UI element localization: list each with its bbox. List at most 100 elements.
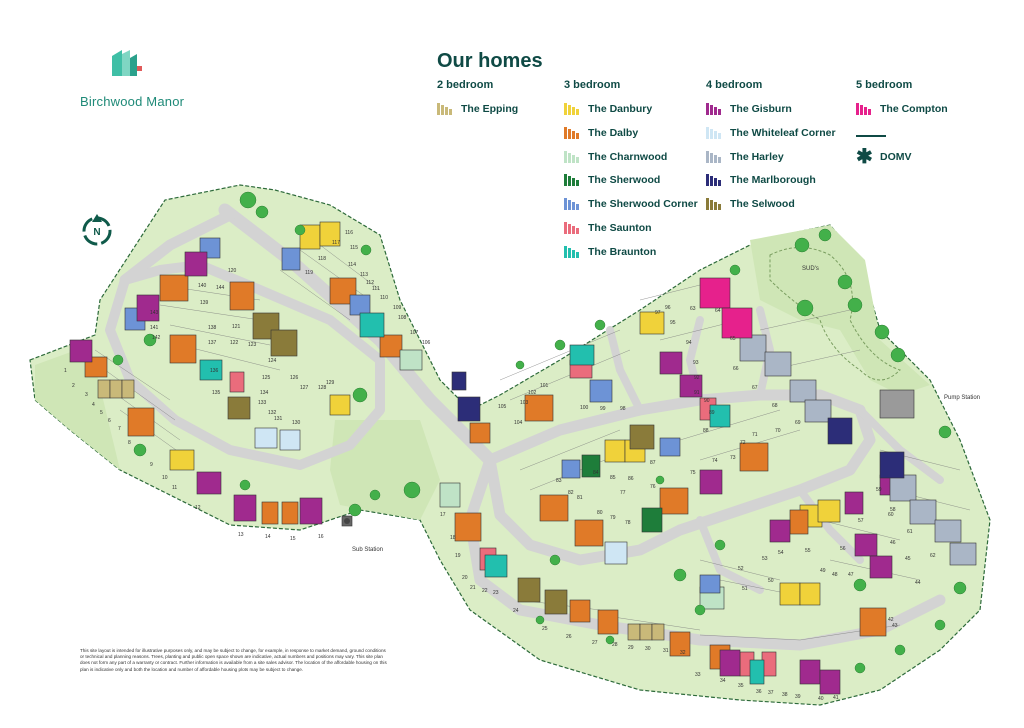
plot-number: 59	[876, 487, 882, 493]
plot-number: 84	[593, 470, 599, 476]
plot-number: 73	[730, 455, 736, 461]
legend-title: Our homes	[437, 50, 543, 72]
plot-number: 37	[768, 690, 774, 696]
plot-number: 2	[72, 383, 75, 389]
plot-number: 81	[577, 495, 583, 501]
plot-number: 50	[768, 578, 774, 584]
plot-number: 131	[274, 416, 283, 422]
legend-item-label: The Epping	[461, 103, 519, 115]
plot-number: 101	[540, 383, 549, 389]
plot-number: 96	[665, 305, 671, 311]
plot-number: 5	[100, 410, 103, 416]
legend-item-label: The Saunton	[588, 222, 652, 234]
legend-item-label: The Dalby	[588, 126, 639, 139]
house-type-swatch-icon	[437, 101, 455, 117]
plot-number: 95	[670, 320, 676, 326]
legend-item-label: The Compton	[880, 103, 948, 115]
plot-number: 90	[704, 398, 710, 404]
disclaimer-text: This site layout is intended for illustr…	[80, 648, 387, 672]
plot-number: 71	[752, 432, 758, 438]
plot-number: 108	[398, 315, 407, 321]
legend-item: The Dalby	[564, 125, 638, 141]
house-type-swatch-icon	[706, 125, 724, 141]
house-type-swatch-icon	[564, 172, 582, 188]
plot-number: 18	[450, 535, 456, 541]
north-arrow-icon: N	[82, 214, 112, 246]
domv-legend-item: ✱ DOMV	[856, 147, 912, 167]
plot-number: 99	[600, 406, 606, 412]
legend-item-label: The Marlborough	[730, 174, 816, 187]
plot-number: 104	[514, 420, 523, 426]
sub-station-label: Sub Station	[352, 547, 384, 553]
plot-number: 28	[612, 642, 618, 648]
house-type-swatch-icon	[856, 101, 874, 117]
plot-number: 33	[695, 672, 701, 678]
plot-number: 77	[620, 490, 626, 496]
plot-number: 61	[907, 529, 913, 535]
plot-number: 141	[150, 325, 159, 331]
plot-number: 12	[195, 505, 201, 511]
plot-number: 46	[890, 540, 896, 546]
house-type-swatch-icon	[564, 125, 582, 141]
plot-number: 134	[260, 390, 269, 396]
plot-number: 97	[655, 310, 661, 316]
plot-number: 106	[422, 340, 431, 346]
plot-number: 10	[162, 475, 168, 481]
svg-text:N: N	[93, 227, 100, 238]
legend-column-heading: 3 bedroom	[564, 79, 621, 91]
plot-number: 144	[216, 285, 225, 291]
plot-number: 40	[818, 696, 824, 702]
plot-number: 41	[833, 695, 839, 701]
plot-number: 65	[730, 336, 736, 342]
plot-number: 21	[470, 585, 476, 591]
plot-number: 113	[360, 272, 368, 278]
plot-number: 112	[366, 280, 374, 286]
suds-label: SUD's	[802, 266, 819, 272]
plot-number: 48	[832, 572, 838, 578]
plot-number: 102	[528, 390, 537, 396]
plot-number: 53	[762, 556, 768, 562]
plot-number: 109	[393, 305, 402, 311]
legend-divider	[856, 135, 886, 137]
legend-item: The Gisburn	[706, 101, 792, 117]
legend-item-label: The Charnwood	[588, 150, 668, 163]
plot-number: 123	[248, 342, 257, 348]
legend-item: The Sherwood Corner	[564, 196, 698, 212]
plot-number: 49	[820, 568, 826, 574]
plot-number: 119	[305, 270, 313, 276]
plot-number: 47	[848, 572, 854, 578]
plot-number: 20	[462, 575, 468, 581]
plot-number: 83	[556, 478, 562, 484]
plot-number: 133	[258, 400, 267, 406]
plot-number: 25	[542, 626, 548, 632]
legend-item: The Epping	[437, 101, 518, 117]
plot-number: 35	[738, 683, 744, 689]
legend-item: The Saunton	[564, 220, 652, 236]
plot-number: 137	[208, 340, 217, 346]
plot-number: 17	[440, 512, 446, 518]
plot-number: 88	[703, 428, 709, 434]
plot-number: 29	[628, 645, 634, 651]
plot-number: 66	[733, 366, 739, 372]
plot-number: 138	[208, 325, 217, 331]
legend-item: The Whiteleaf Corner	[706, 125, 836, 141]
plot-number: 91	[694, 390, 700, 396]
plot-number: 136	[210, 368, 219, 374]
plot-number: 124	[268, 358, 277, 364]
plot-number: 23	[493, 590, 499, 596]
plot-number: 105	[498, 404, 507, 410]
plot-number: 11	[172, 485, 178, 491]
house-type-swatch-icon	[564, 101, 582, 117]
plot-number: 139	[200, 300, 209, 306]
plot-number: 94	[686, 340, 692, 346]
plot-number: 64	[715, 308, 721, 314]
legend-item-label: The Gisburn	[730, 103, 792, 115]
plot-number: 68	[772, 403, 778, 409]
plot-number: 78	[625, 520, 631, 526]
legend-item: The Braunton	[564, 244, 656, 260]
plot-number: 31	[663, 648, 669, 654]
legend-item: The Selwood	[706, 196, 795, 212]
plot-number: 67	[752, 385, 758, 391]
plot-number: 36	[756, 689, 762, 695]
plot-number: 38	[782, 692, 788, 698]
